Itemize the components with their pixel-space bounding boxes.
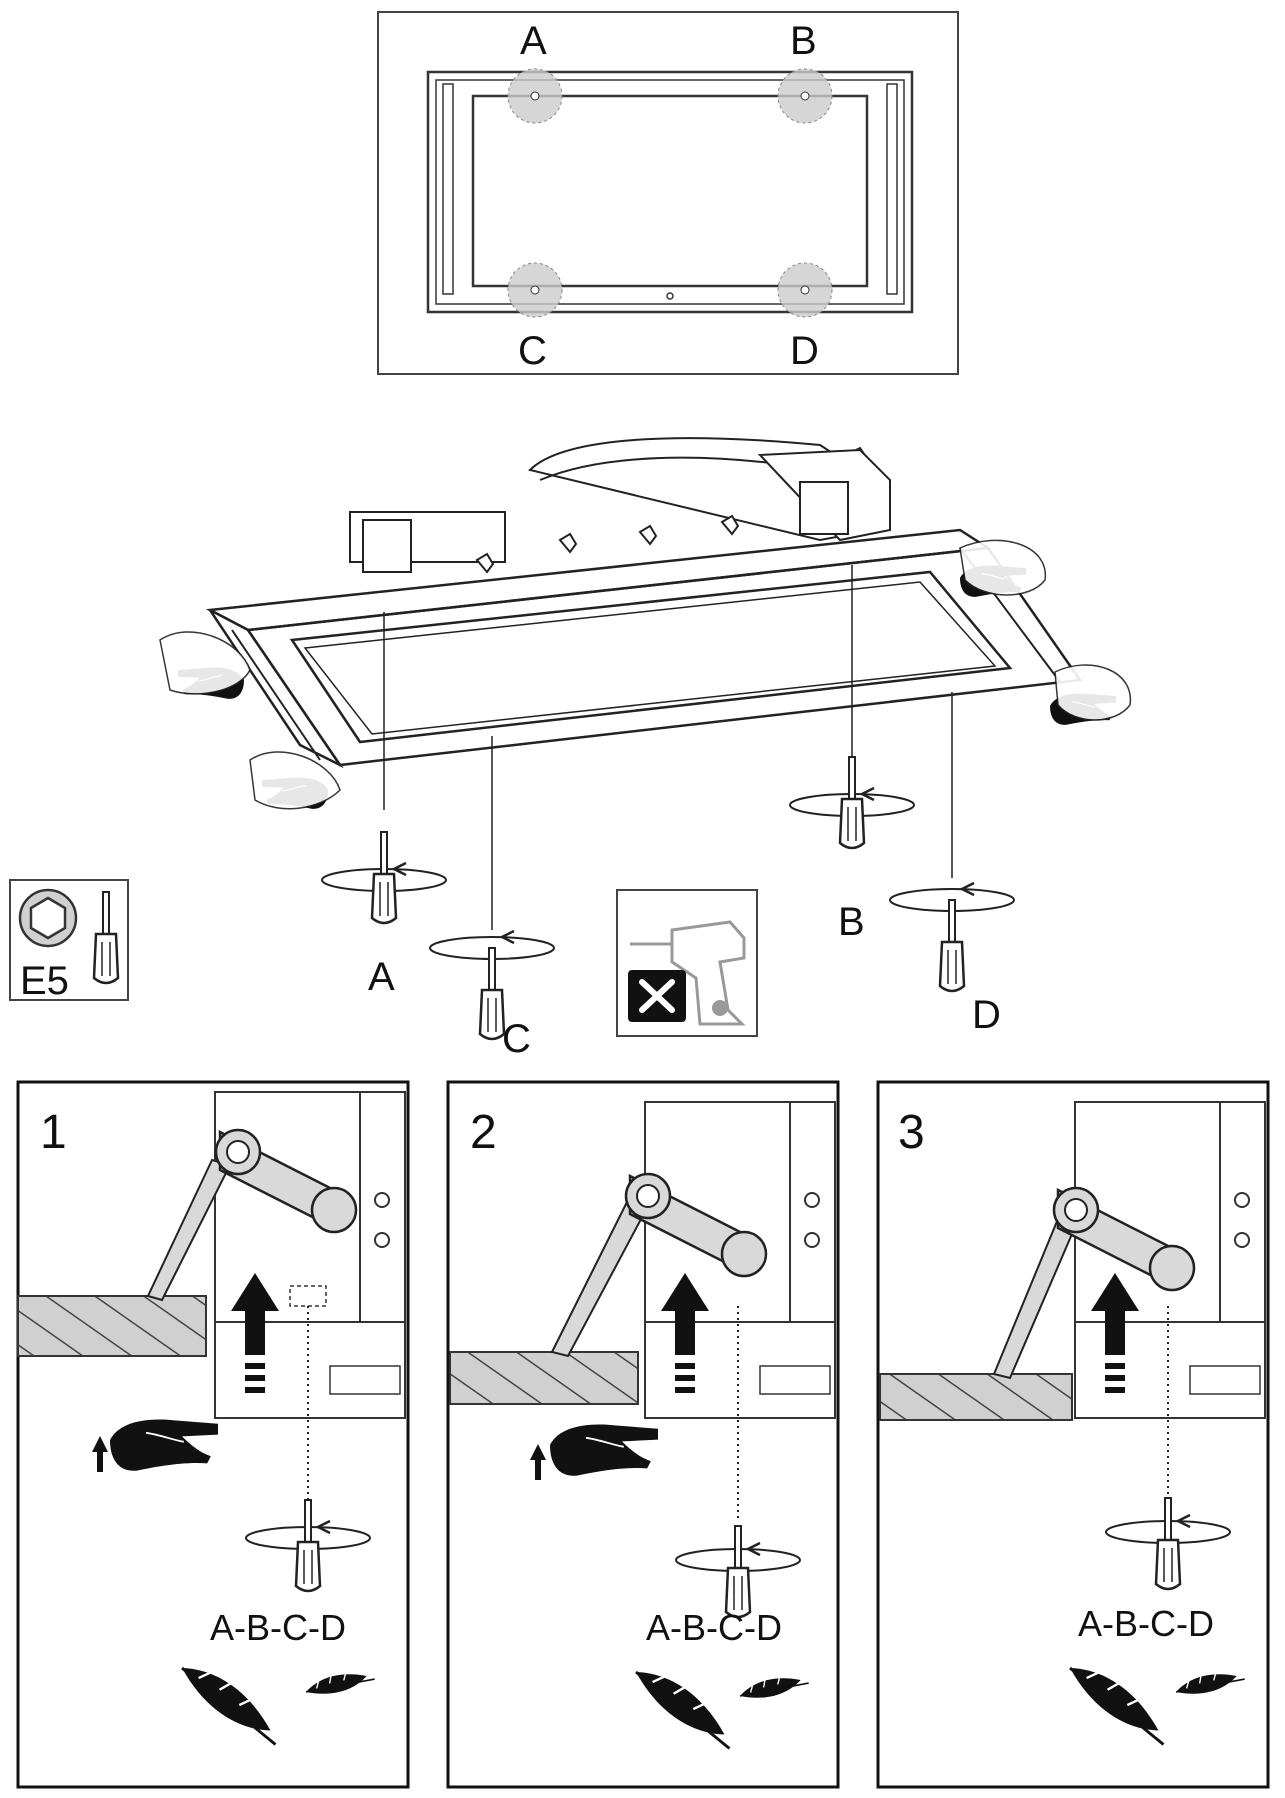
fixing-point-c — [507, 262, 563, 318]
screwdriver-c — [428, 929, 556, 1041]
screwdriver-a — [320, 830, 448, 925]
label-d: D — [972, 993, 1001, 1037]
label-b: B — [838, 900, 865, 944]
tool-size-label: E5 — [20, 959, 69, 1003]
step-number: 1 — [40, 1106, 67, 1159]
tool-box: E5 — [9, 879, 129, 1003]
installation-perspective: A B C D — [159, 437, 1131, 1061]
sequence-label: A-B-C-D — [646, 1607, 782, 1648]
label-c: C — [502, 1017, 531, 1061]
step-panel-3: 3 A-B-C-D — [876, 1080, 1270, 1789]
label-b: B — [790, 19, 817, 63]
hex-socket-icon — [18, 888, 78, 948]
fixing-point-d — [777, 262, 833, 318]
step-number: 2 — [470, 1106, 497, 1159]
cordless-drill-icon — [630, 920, 746, 1026]
label-d: D — [790, 329, 819, 373]
screwdriver-b — [788, 755, 916, 850]
label-a: A — [520, 19, 547, 63]
fixing-point-b — [777, 68, 833, 124]
label-a: A — [368, 955, 395, 999]
no-drill-warning — [616, 889, 758, 1037]
sequence-label: A-B-C-D — [210, 1607, 346, 1648]
fixing-point-a — [507, 68, 563, 124]
step-panel-1: 1 A-B-C-D — [16, 1080, 410, 1789]
top-view-panel: A B C D — [377, 11, 959, 375]
prohibited-x-icon — [628, 970, 686, 1022]
step-panel-2: 2 A-B-C-D — [446, 1080, 840, 1789]
screwdriver-d — [888, 881, 1016, 993]
label-c: C — [518, 329, 547, 373]
step-number: 3 — [898, 1106, 925, 1159]
sequence-label: A-B-C-D — [1078, 1603, 1214, 1644]
